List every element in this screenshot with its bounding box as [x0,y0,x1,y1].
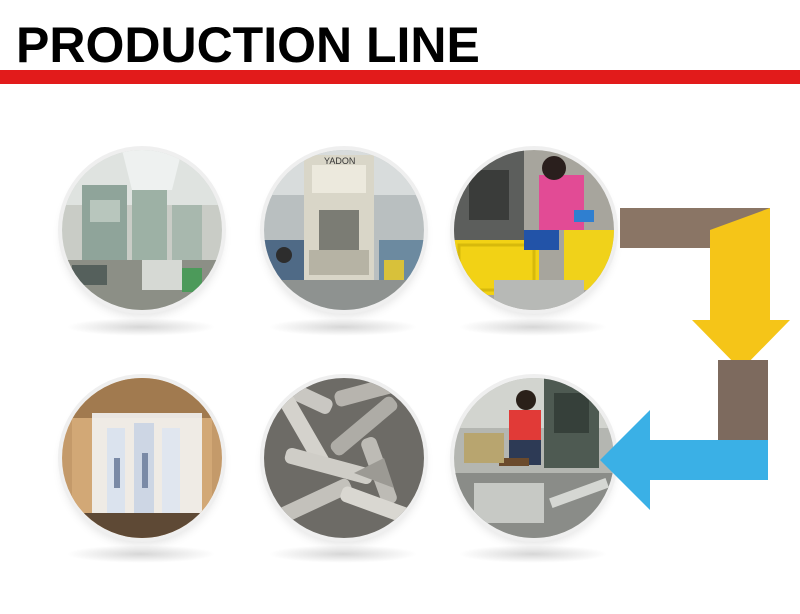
machine-brand-label: YADON [324,156,355,166]
photo-shadow [268,545,418,563]
title-underline-bar [0,70,800,84]
process-flow-arrow [600,208,790,510]
arrow-yellow-segment [710,208,770,328]
photo-worker-yellow-crates [454,150,614,310]
photo-shadow [66,545,216,563]
page-title: PRODUCTION LINE [16,17,480,73]
photo-shadow [268,318,418,336]
photo-shadow [66,318,216,336]
photo-shadow [458,545,608,563]
arrow-down-head [692,320,790,370]
photo-press-machine: YADON [264,150,424,310]
photo-worker-at-press [454,378,614,538]
photo-workshop-press-line [62,150,222,310]
arrow-left-head [600,410,650,510]
photo-metal-hinge-parts [264,378,424,538]
photo-shadow [458,318,608,336]
arrow-blue-segment [640,440,768,480]
photo-packed-hinges-box [62,378,222,538]
